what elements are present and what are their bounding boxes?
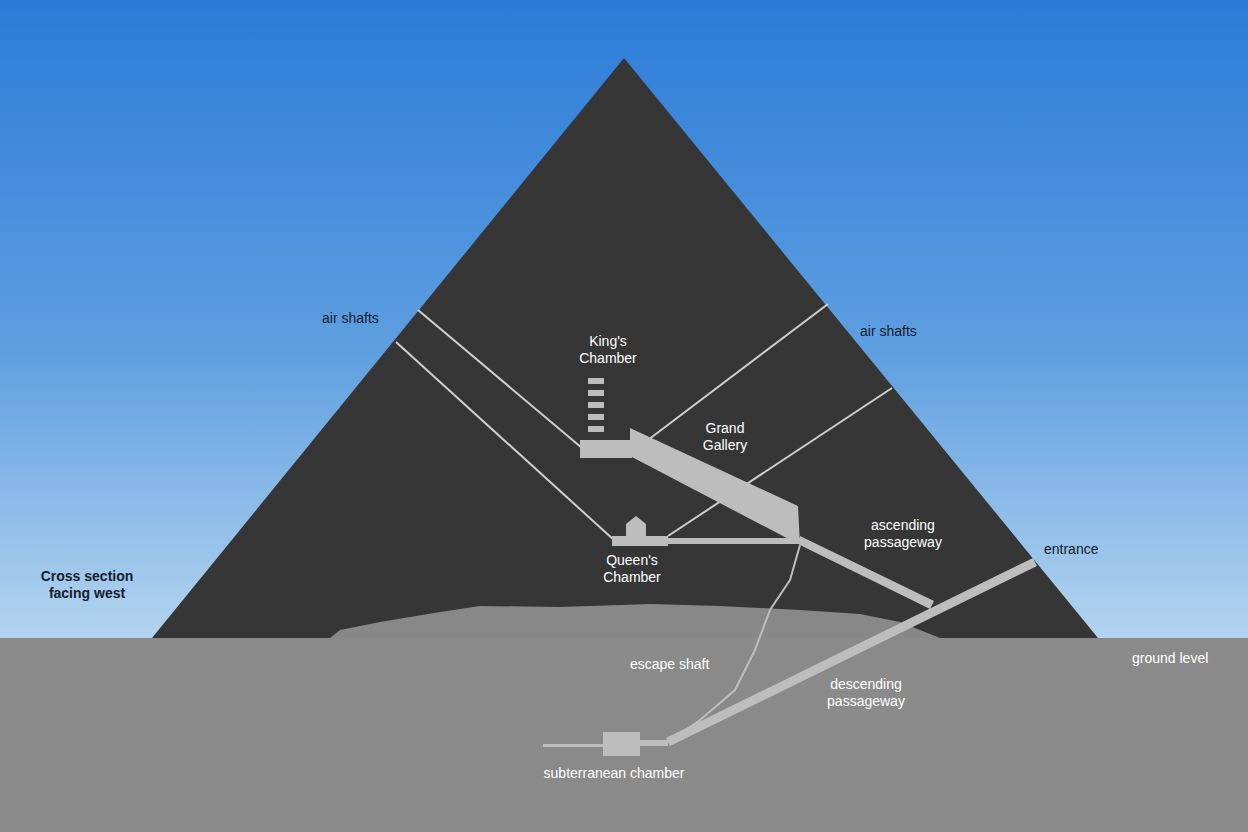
- chamber-label: King's Chamber: [563, 333, 653, 367]
- subterranean-chamber: [603, 732, 640, 756]
- queens-gable: [626, 516, 646, 536]
- kings-chamber: [580, 440, 632, 458]
- subterranean-passage: [640, 740, 668, 746]
- queens-passage: [666, 538, 800, 544]
- sky: [0, 0, 1248, 640]
- queens-chamber: [612, 536, 668, 546]
- shaft-label: escape shaft: [630, 656, 720, 673]
- pyramid-body: [152, 58, 1098, 638]
- ground-label: ground level: [1132, 650, 1232, 667]
- relieving-chambers: [588, 378, 604, 432]
- chamber-label: Queen's Chamber: [587, 552, 677, 586]
- view-note: Cross section facing west: [22, 568, 152, 602]
- air-shafts: [396, 304, 892, 540]
- escape-shaft: [668, 545, 800, 742]
- dead-end-passage: [543, 744, 603, 747]
- ground: [0, 638, 1248, 832]
- entrance-label: entrance: [1044, 541, 1124, 558]
- chamber-label: subterranean chamber: [524, 765, 704, 782]
- shaft-label: air shafts: [860, 323, 950, 340]
- descending-passage: [666, 558, 1037, 746]
- passages: [543, 428, 1037, 756]
- gallery-label: Grand Gallery: [685, 420, 765, 454]
- shaft-label: air shafts: [322, 310, 412, 327]
- passage-label: descending passageway: [810, 676, 922, 710]
- bedrock: [330, 604, 940, 638]
- passage-label: ascending passageway: [851, 517, 955, 551]
